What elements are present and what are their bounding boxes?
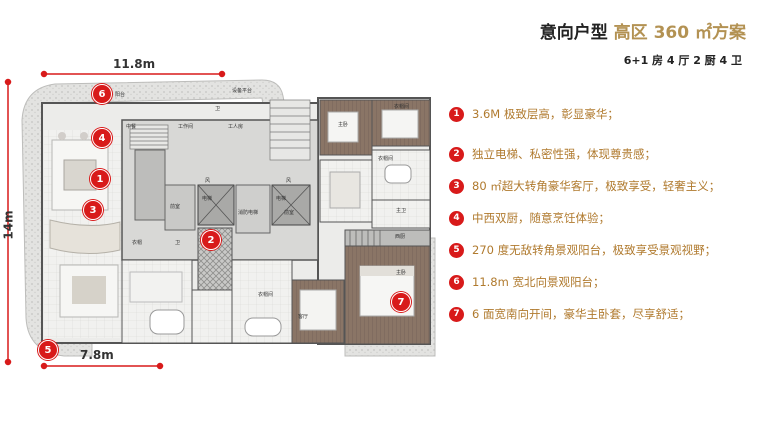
feature-text: 270 度无敌转角景观阳台，极致享受景观视野； (472, 243, 717, 257)
feature-number-badge: 5 (449, 242, 464, 258)
plan-marker-2: 2 (201, 230, 221, 250)
feature-number-badge: 3 (449, 178, 464, 194)
dimension-top: 11.8m (113, 57, 156, 71)
feature-number-badge: 2 (449, 146, 464, 162)
feature-text: 80 ㎡超大转角豪华客厅，极致享受，轻奢主义； (472, 179, 721, 193)
room-label: 衣帽间 (258, 291, 273, 298)
page-title: 意向户型 高区 360 ㎡方案 (540, 18, 746, 43)
room-label: 西厨 (395, 234, 405, 240)
floor-plan: 阳台 中餐 工作间 卫 设备平台 工人房 电梯 电梯 前室 消防电梯 前室 风 … (1, 57, 436, 370)
room-label: 工作间 (178, 123, 193, 130)
plan-marker-5: 5 (38, 340, 58, 360)
room-label: 衣帽间 (378, 155, 393, 162)
page-subtitle: 6+1 房 4 厅 2 厨 4 卫 (623, 54, 742, 67)
feature-number-badge: 1 (449, 106, 464, 122)
dimension-left: 14m (1, 210, 16, 240)
feature-item-2: 2 独立电梯、私密性强，体现尊贵感； (449, 146, 656, 162)
room-label: 阳台 (115, 91, 125, 98)
room-label: 衣帽间 (394, 103, 409, 110)
feature-item-5: 5 270 度无敌转角景观阳台，极致享受景观视野； (449, 242, 716, 258)
plan-marker-3: 3 (83, 200, 103, 220)
feature-item-1: 1 3.6M 极致层高，彰显豪华； (449, 106, 619, 122)
room-label: 客厅 (298, 313, 308, 320)
plan-marker-1: 1 (90, 169, 110, 189)
room-label: 风 (286, 178, 291, 184)
plan-marker-4: 4 (92, 128, 112, 148)
room-label: 中餐 (126, 123, 136, 130)
room-label: 设备平台 (232, 87, 252, 94)
room-label: 前室 (170, 203, 180, 210)
plan-marker-7: 7 (391, 292, 411, 312)
feature-item-6: 6 11.8m 宽北向景观阳台； (449, 274, 604, 290)
room-label: 主卧 (396, 269, 406, 276)
floor-plan-drawing: 阳台 中餐 工作间 卫 设备平台 工人房 电梯 电梯 前室 消防电梯 前室 风 … (4, 70, 436, 370)
feature-text: 中西双厨，随意烹饪体验； (472, 211, 610, 225)
title-main: 意向户型 (539, 23, 608, 43)
feature-number-badge: 7 (449, 306, 464, 322)
feature-number-badge: 4 (449, 210, 464, 226)
feature-item-4: 4 中西双厨，随意烹饪体验； (449, 210, 610, 226)
feature-text: 11.8m 宽北向景观阳台； (472, 275, 605, 289)
room-label: 工人房 (228, 123, 243, 130)
room-label: 前室 (284, 209, 294, 216)
feature-text: 6 面宽南向开间，豪华主卧套，尽享舒适； (472, 307, 690, 321)
feature-item-7: 7 6 面宽南向开间，豪华主卧套，尽享舒适； (449, 306, 690, 322)
room-label: 电梯 (202, 195, 212, 202)
plan-marker-6: 6 (92, 84, 112, 104)
room-label: 风 (205, 178, 210, 184)
feature-text: 独立电梯、私密性强，体现尊贵感； (472, 147, 656, 161)
room-label: 卫 (175, 240, 180, 246)
feature-text: 3.6M 极致层高，彰显豪华； (472, 107, 619, 121)
feature-item-3: 3 80 ㎡超大转角豪华客厅，极致享受，轻奢主义； (449, 178, 720, 194)
title-accent: 高区 360 ㎡方案 (613, 23, 746, 43)
room-label: 主卧 (338, 121, 348, 128)
dimension-bottom: 7.8m (80, 348, 114, 362)
feature-number-badge: 6 (449, 274, 464, 290)
room-label: 衣帽 (132, 239, 142, 246)
room-label: 电梯 (276, 195, 286, 202)
room-label: 卫 (215, 106, 220, 112)
room-label: 消防电梯 (238, 209, 258, 216)
room-label: 主卫 (396, 207, 406, 214)
